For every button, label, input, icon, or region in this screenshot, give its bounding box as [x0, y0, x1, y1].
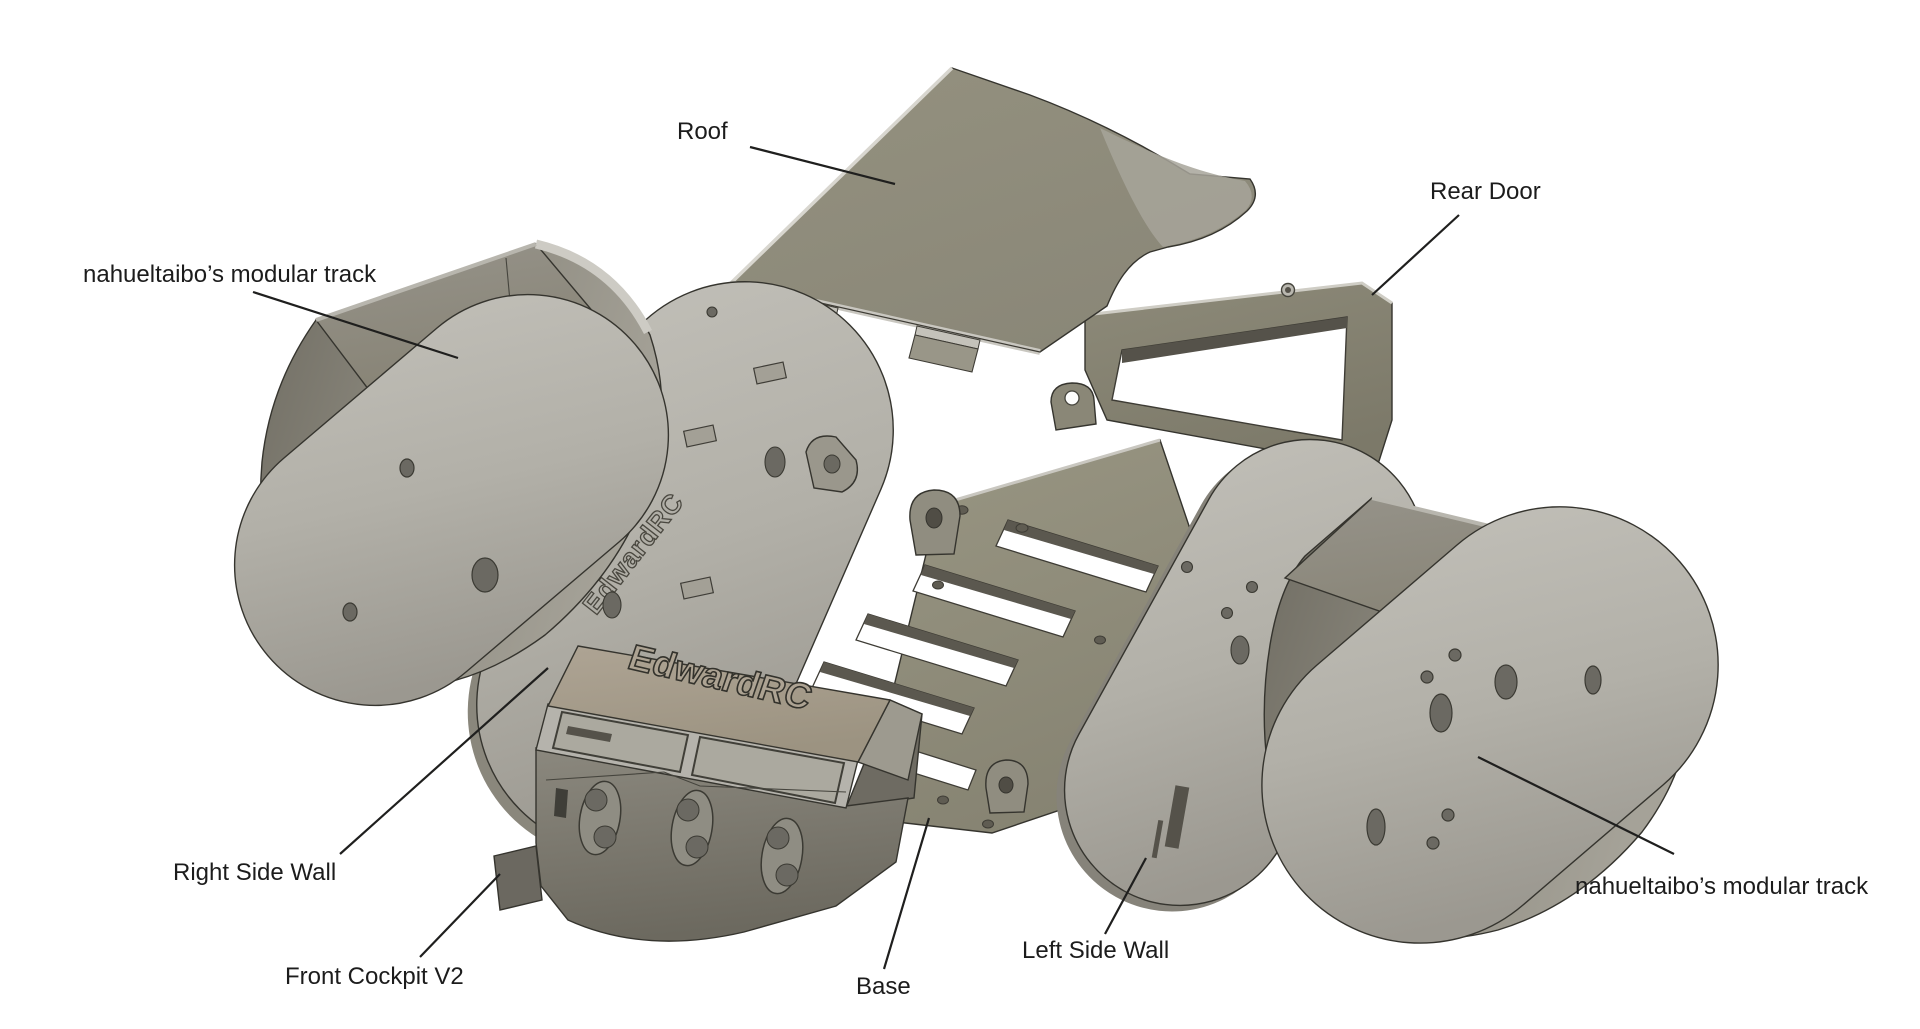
hole: [1366, 808, 1386, 846]
cockpit-vent-slot: [566, 726, 612, 742]
door-hinge-lug: [1050, 382, 1097, 431]
lug-hole: [998, 776, 1014, 794]
bracket-hole: [823, 454, 841, 474]
hole: [982, 819, 994, 829]
boss: [682, 424, 718, 448]
headlight-hole: [766, 826, 790, 850]
headlight-hole: [593, 825, 617, 849]
headlight-hole: [775, 863, 799, 887]
headlight-hole: [685, 835, 709, 859]
leader-line-rear-door: [1371, 214, 1460, 296]
wall-slot: [1164, 785, 1190, 849]
lug-hole: [925, 507, 943, 529]
leader-line-right-side-wall: [339, 667, 549, 855]
boss: [679, 576, 715, 600]
hole: [932, 580, 944, 590]
cockpit-headlights: [578, 780, 804, 895]
base-slot-shadow: [921, 565, 1075, 619]
part-base: [811, 438, 1263, 834]
pod-rim-highlight: [534, 239, 653, 335]
roof-panel: [729, 67, 1256, 353]
headlight-hole: [676, 798, 700, 822]
door-edge-highlight: [1084, 281, 1393, 317]
part-label-rear-door: Rear Door: [1430, 178, 1541, 205]
wall-slot: [1151, 819, 1164, 859]
leader-line-front-cockpit: [419, 873, 501, 958]
boss: [752, 361, 788, 385]
hole: [1245, 580, 1259, 594]
hole: [1015, 523, 1029, 533]
leader-line-base: [882, 817, 931, 970]
track-pod-holes: [1366, 648, 1602, 850]
part-rear-door: [1050, 281, 1393, 487]
part-label-front-cockpit: Front Cockpit V2: [285, 963, 464, 990]
roof-cowl: [1100, 128, 1252, 247]
part-label-left-side-wall: Left Side Wall: [1022, 937, 1169, 964]
track-pod-face: [233, 293, 670, 707]
hole: [471, 557, 499, 593]
base-slot-shadow: [1004, 520, 1158, 574]
hole: [602, 591, 622, 619]
leader-line-track-right: [1477, 756, 1675, 855]
hole: [1420, 670, 1434, 684]
door-window-shadow: [1122, 317, 1347, 363]
hinge-hole: [1064, 390, 1080, 406]
hole: [1429, 693, 1453, 733]
hole: [1494, 664, 1518, 700]
base-slot-shadow: [864, 614, 1018, 668]
base-slot-shadow: [820, 662, 974, 716]
cockpit-rect-cutout: [554, 788, 568, 818]
hole: [1448, 648, 1462, 662]
cockpit-top-band: [546, 645, 892, 763]
part-track-left: [233, 239, 670, 707]
cockpit-window: [690, 735, 846, 805]
cockpit-window: [551, 710, 690, 774]
part-label-track-left: nahueltaibo’s modular track: [83, 261, 377, 288]
roof-tab: [908, 334, 979, 373]
part-label-track-right: nahueltaibo’s modular track: [1575, 873, 1869, 900]
cockpit-crease-line: [545, 771, 847, 793]
hole: [1180, 560, 1194, 574]
track-pod-holes: [342, 458, 499, 622]
part-label-roof: Roof: [677, 118, 728, 145]
base-edge-highlight: [937, 438, 1161, 507]
hole: [342, 602, 358, 622]
leader-line-left-side-wall: [1104, 857, 1147, 935]
part-label-right-side-wall: Right Side Wall: [173, 859, 336, 886]
hole: [937, 795, 949, 805]
hole: [1220, 606, 1234, 620]
hole: [1441, 808, 1455, 822]
headlight-hole: [584, 788, 608, 812]
hole: [1584, 665, 1602, 695]
base-slots: [811, 519, 1159, 791]
hole: [1094, 635, 1106, 645]
part-label-base: Base: [856, 973, 911, 1000]
hole: [1426, 836, 1440, 850]
leader-line-track-left: [252, 290, 459, 360]
hole: [399, 458, 415, 478]
part-front-cockpit: EdwardRC: [493, 636, 923, 942]
cockpit-front-face: [535, 747, 909, 942]
part-track-right: [1261, 496, 1719, 944]
hole: [706, 306, 718, 318]
door-screw-hole-inner: [1285, 287, 1291, 293]
hole: [1230, 635, 1250, 665]
pod-edge-highlight: [315, 242, 537, 322]
cockpit-hitch-tab: [493, 845, 543, 911]
hole: [764, 446, 786, 478]
leader-line-roof: [749, 145, 896, 186]
roof-edge-highlight: [729, 66, 954, 285]
